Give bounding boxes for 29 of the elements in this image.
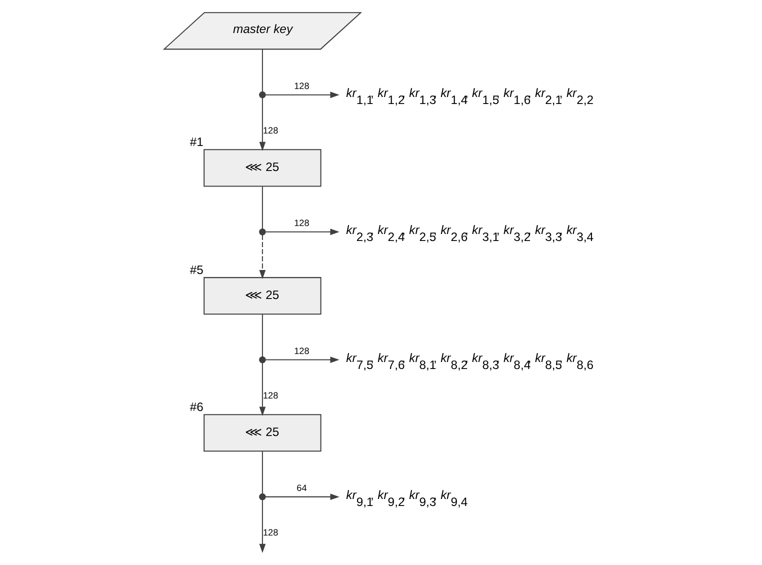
edge-label: 128: [262, 390, 278, 401]
arrow: [265, 228, 339, 236]
edge-label: 128: [294, 218, 309, 228]
node-label: #6: [189, 400, 203, 414]
arrow: [258, 500, 266, 554]
connector: [261, 186, 262, 229]
node-circle: [258, 493, 266, 500]
edge-label: 128: [262, 126, 278, 136]
node-circle: [258, 228, 266, 236]
edge-label: 128: [294, 346, 309, 356]
node-circle: [258, 356, 266, 364]
arrow: [258, 98, 266, 152]
node-box: ⋘ 25: [203, 149, 321, 187]
edge-label: 128: [262, 528, 278, 538]
arrow: [265, 92, 339, 98]
edge-label: 64: [296, 482, 306, 493]
node-box: ⋘ 25: [203, 414, 321, 452]
arrow: [265, 356, 339, 363]
connector: [261, 50, 262, 92]
arrow: [258, 234, 266, 280]
node-label: #1: [189, 135, 203, 150]
connector: [261, 451, 262, 494]
node-circle: [258, 91, 266, 98]
connector: [261, 314, 262, 357]
arrow: [264, 494, 339, 500]
edge-label: 128: [294, 80, 309, 91]
node-label: #5: [189, 263, 203, 278]
node-box: ⋘ 25: [203, 277, 321, 315]
arrow: [258, 362, 266, 416]
